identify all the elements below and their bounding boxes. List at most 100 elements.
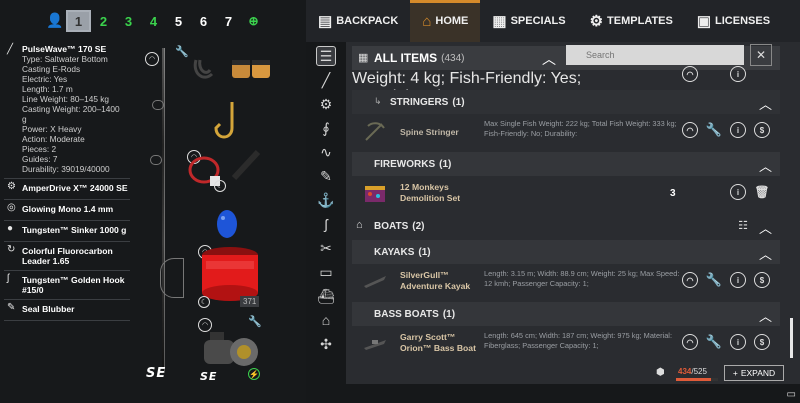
- golden-hook-image[interactable]: [210, 100, 244, 144]
- fish-slot-icon[interactable]: ◠: [198, 318, 212, 332]
- rod-tab-6[interactable]: 6: [199, 13, 208, 29]
- hook-category-icon[interactable]: ʃ: [324, 216, 328, 232]
- section-bass-boats[interactable]: BASS BOATS (1) ︿: [352, 302, 780, 326]
- section-label: FIREWORKS: [374, 158, 436, 170]
- add-rod-icon[interactable]: ⊕: [248, 14, 259, 28]
- bait-icon: ✎: [7, 302, 16, 313]
- chevron-up-icon[interactable]: ︿: [542, 51, 556, 67]
- sliders-icon[interactable]: ☷: [738, 220, 748, 232]
- misc-category-icon[interactable]: ✣: [320, 335, 332, 352]
- reel-row[interactable]: ⚙ AmperDrive X™ 24000 SE: [4, 179, 130, 200]
- tab-licenses[interactable]: ▣ LICENSES: [685, 0, 782, 42]
- rod-spec: Pieces: 2: [22, 144, 57, 154]
- chevron-up-icon[interactable]: ︿: [758, 97, 772, 112]
- chat-icon[interactable]: ▭: [786, 389, 796, 400]
- hook-row[interactable]: ʃ Tungsten™ Golden Hook #15/0: [4, 271, 130, 300]
- info-icon[interactable]: i: [730, 66, 746, 82]
- fish-icon[interactable]: ◠: [682, 66, 698, 82]
- section-kayaks[interactable]: KAYAKS (1) ︿: [352, 240, 780, 264]
- info-icon[interactable]: i: [730, 184, 746, 200]
- trash-icon[interactable]: 🗑: [754, 185, 770, 199]
- tab-templates[interactable]: ⚙ TEMPLATES: [578, 0, 685, 42]
- search-input[interactable]: [566, 45, 744, 65]
- wrench-icon[interactable]: 🔧: [705, 272, 723, 287]
- reel-category-icon[interactable]: ⚙: [319, 95, 333, 112]
- info-icon[interactable]: i: [730, 272, 746, 288]
- rod-details: ╱ PulseWave™ 170 SE Type: Saltwater Bott…: [4, 42, 130, 179]
- section-count: (2): [412, 220, 425, 232]
- rod-tab-7[interactable]: 7: [224, 13, 233, 29]
- wrench-icon[interactable]: 🔧: [705, 334, 723, 349]
- sell-icon[interactable]: $: [754, 272, 770, 288]
- fish-icon[interactable]: ◠: [682, 122, 698, 138]
- rod-tab-2[interactable]: 2: [99, 13, 108, 29]
- line-spool-image[interactable]: [198, 245, 262, 303]
- sell-icon[interactable]: $: [754, 122, 770, 138]
- tab-specials[interactable]: ▦ SPECIALS: [480, 0, 577, 42]
- sinker-image[interactable]: [212, 202, 242, 242]
- hook-name: Tungsten™ Golden Hook #15/0: [22, 275, 125, 295]
- rod-tab-1[interactable]: 1: [66, 10, 91, 32]
- fish-slot-icon[interactable]: ◠: [145, 52, 159, 66]
- rod-spec: Casting E-Rods: [22, 64, 81, 74]
- bag-category-icon[interactable]: ▭: [319, 263, 333, 280]
- seal-blubber-image[interactable]: [230, 56, 274, 86]
- section-boats[interactable]: ⌂ BOATS (2) ☷ ︿: [352, 214, 780, 238]
- fish-icon[interactable]: ◠: [682, 334, 698, 350]
- rod-spec: Power: X Heavy: [22, 124, 82, 134]
- wrench-icon[interactable]: 🔧: [248, 316, 262, 328]
- info-icon[interactable]: i: [730, 334, 746, 350]
- category-sidebar: ☰ ╱ ⚙ ∮ ∿ ✎ ⚓ ʃ ✂ ▭ ⛴ ⌂ ✣: [306, 42, 346, 403]
- chevron-up-icon[interactable]: ︿: [758, 247, 772, 262]
- all-items-category-icon[interactable]: ☰: [316, 46, 336, 66]
- top-navigation: ▤ BACKPACK ⌂ HOME ▦ SPECIALS ⚙ TEMPLATES…: [306, 0, 800, 42]
- tackle-category-icon[interactable]: ⚓: [317, 191, 335, 208]
- license-icon: ▣: [696, 13, 712, 30]
- scrollbar[interactable]: [790, 318, 793, 358]
- section-fireworks[interactable]: FIREWORKS (1) ︿: [352, 152, 780, 176]
- rod-guide: [150, 155, 162, 165]
- chevron-up-icon[interactable]: ︿: [758, 221, 772, 236]
- tab-home[interactable]: ⌂ HOME: [410, 0, 481, 42]
- list-item[interactable]: SilverGull™ Adventure Kayak Length: 3.15…: [352, 264, 780, 302]
- rod-category-icon[interactable]: ╱: [321, 71, 331, 88]
- expand-button[interactable]: + EXPAND: [724, 365, 784, 381]
- rod-name: PulseWave™ 170 SE: [22, 44, 107, 54]
- list-item[interactable]: Spine Stringer Max Single Fish Weight: 2…: [352, 114, 780, 152]
- chevron-up-icon[interactable]: ︿: [758, 309, 772, 324]
- moon-icon: ☾: [198, 296, 210, 308]
- fish-icon[interactable]: ◠: [682, 272, 698, 288]
- leader-category-icon[interactable]: ∿: [320, 143, 332, 160]
- sell-icon[interactable]: $: [754, 334, 770, 350]
- chevron-up-icon[interactable]: ︿: [758, 159, 772, 174]
- leader-row[interactable]: ↻ Colorful Fluorocarbon Leader 1.65: [4, 242, 130, 271]
- rod-tab-4[interactable]: 4: [149, 13, 158, 29]
- section-label: KAYAKS: [374, 246, 415, 258]
- rod-tabs: 👤 1 2 3 4 5 6 7 ⊕: [0, 0, 306, 42]
- line-category-icon[interactable]: ∮: [322, 119, 330, 136]
- reel-image[interactable]: [200, 330, 264, 370]
- line-row[interactable]: ◎ Glowing Mono 1.4 mm: [4, 200, 130, 221]
- wrench-icon[interactable]: 🔧: [175, 46, 189, 58]
- list-item[interactable]: Garry Scott™ Orion™ Bass Boat Length: 64…: [352, 326, 780, 364]
- rod-tab-3[interactable]: 3: [124, 13, 133, 29]
- bait-category-icon[interactable]: ✂: [320, 239, 332, 256]
- bait-row[interactable]: ✎ Seal Blubber: [4, 300, 130, 321]
- section-stringers[interactable]: ↳ STRINGERS (1) ︿: [352, 90, 780, 114]
- section-label: BOATS: [374, 220, 409, 232]
- close-button[interactable]: ✕: [750, 44, 772, 66]
- tab-backpack-label: BACKPACK: [336, 15, 399, 27]
- garage-category-icon[interactable]: ⌂: [321, 312, 331, 328]
- list-item[interactable]: Weight: 4 kg; Fish-Friendly: Yes; Materi…: [352, 66, 780, 105]
- list-item[interactable]: 12 Monkeys Demolition Set 3 i 🗑: [352, 176, 780, 214]
- rod-tab-5[interactable]: 5: [174, 13, 183, 29]
- tab-backpack[interactable]: ▤ BACKPACK: [306, 0, 410, 42]
- boat-category-icon[interactable]: ⛴: [317, 287, 335, 304]
- wrench-icon[interactable]: 🔧: [705, 122, 723, 137]
- rod-guide: [152, 100, 164, 110]
- leader-name: Colorful Fluorocarbon Leader 1.65: [22, 246, 113, 266]
- lure-category-icon[interactable]: ✎: [320, 167, 332, 184]
- info-icon[interactable]: i: [730, 122, 746, 138]
- reel-name: AmperDrive X™ 24000 SE: [22, 183, 128, 193]
- sinker-row[interactable]: ● Tungsten™ Sinker 1000 g: [4, 221, 130, 242]
